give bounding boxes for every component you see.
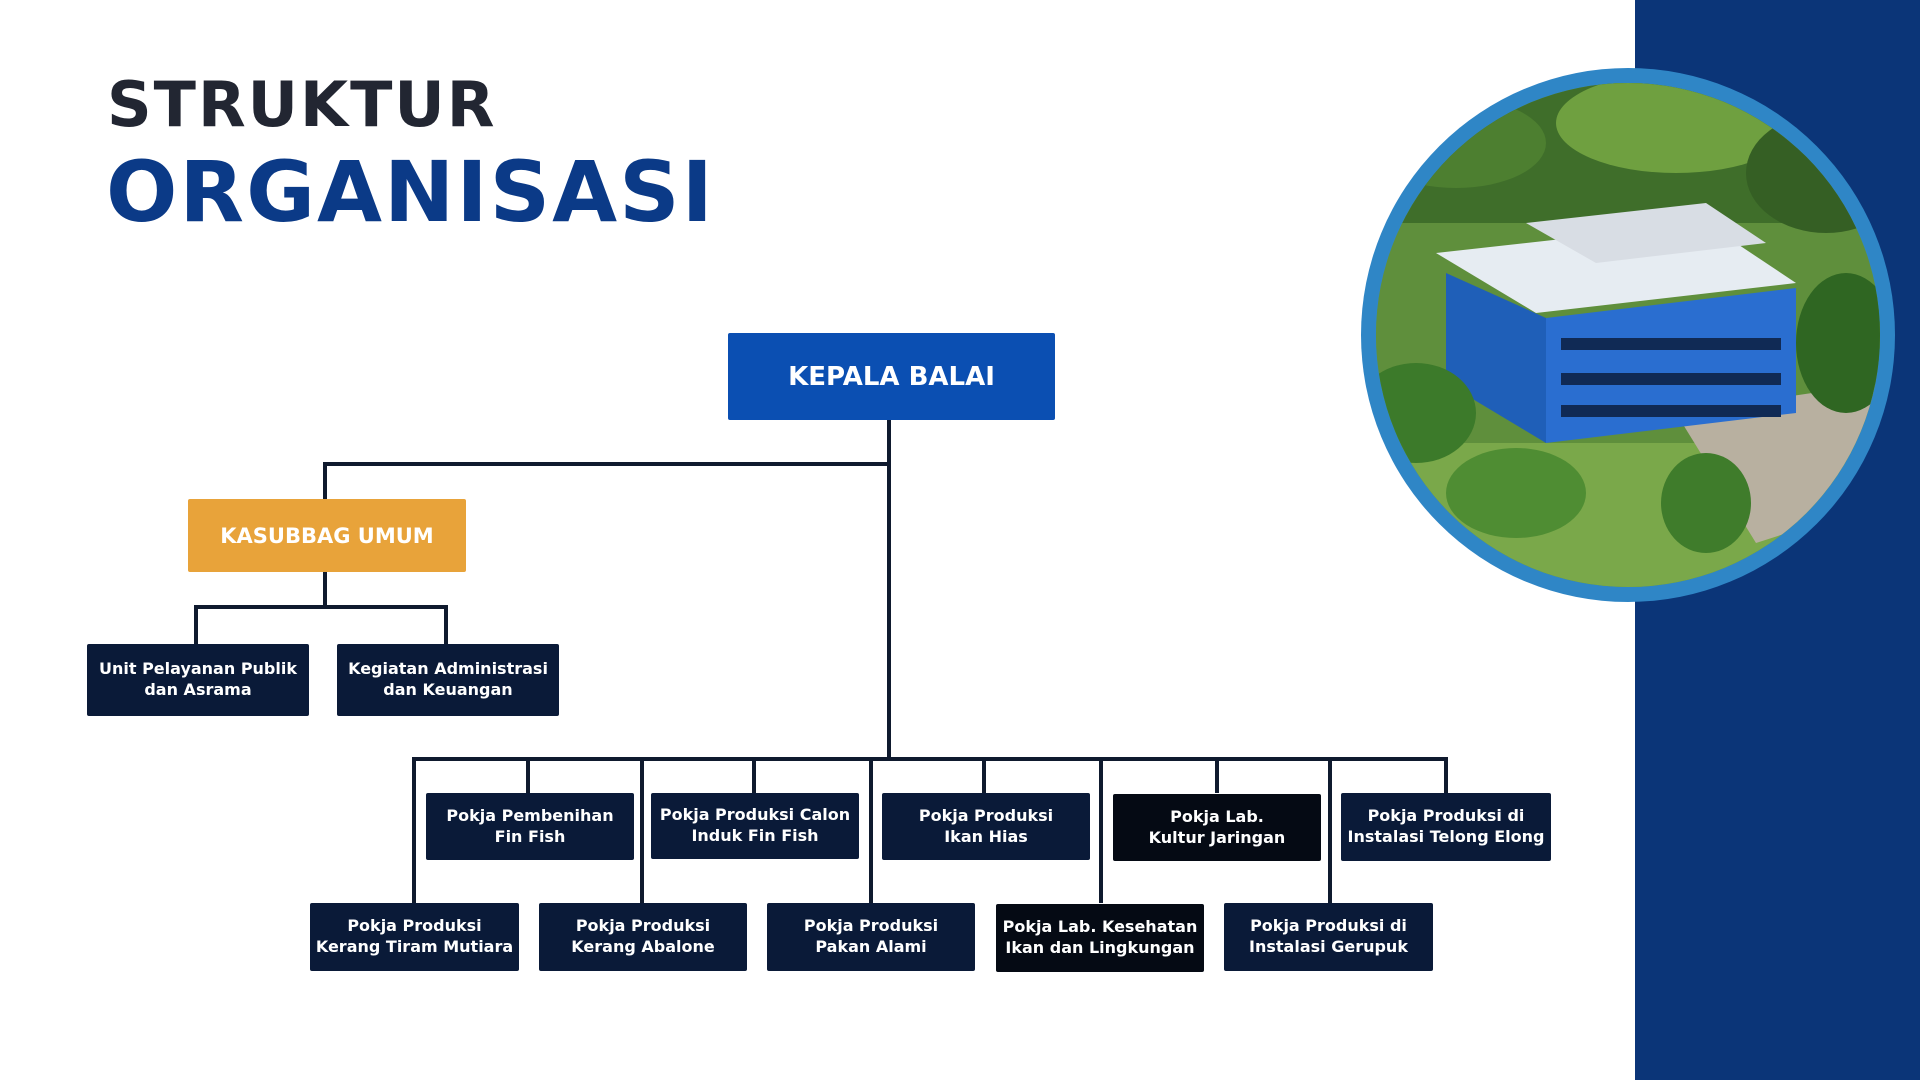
node-kasubbag-umum: KASUBBAG UMUM (188, 499, 466, 572)
page-title-line1: STRUKTUR (107, 68, 497, 141)
node-pokja-pakan-alami: Pokja Produksi Pakan Alami (767, 903, 975, 971)
node-pokja-gerupuk: Pokja Produksi di Instalasi Gerupuk (1224, 903, 1433, 971)
node-pokja-telong-elong: Pokja Produksi di Instalasi Telong Elong (1341, 793, 1551, 861)
node-pokja-kerang-tiram-mutiara: Pokja Produksi Kerang Tiram Mutiara (310, 903, 519, 971)
node-kepala-balai: KEPALA BALAI (728, 333, 1055, 420)
node-pokja-calon-induk-fin-fish: Pokja Produksi Calon Induk Fin Fish (651, 793, 859, 859)
page-title-line2: ORGANISASI (106, 143, 715, 241)
node-pokja-lab-kultur-jaringan: Pokja Lab. Kultur Jaringan (1113, 794, 1321, 861)
node-pokja-lab-kesehatan: Pokja Lab. Kesehatan Ikan dan Lingkungan (996, 904, 1204, 972)
node-kegiatan-administrasi: Kegiatan Administrasi dan Keuangan (337, 644, 559, 716)
node-pokja-kerang-abalone: Pokja Produksi Kerang Abalone (539, 903, 747, 971)
node-unit-pelayanan-publik: Unit Pelayanan Publik dan Asrama (87, 644, 309, 716)
node-pokja-ikan-hias: Pokja Produksi Ikan Hias (882, 793, 1090, 860)
node-pokja-pembenihan-fin-fish: Pokja Pembenihan Fin Fish (426, 793, 634, 860)
